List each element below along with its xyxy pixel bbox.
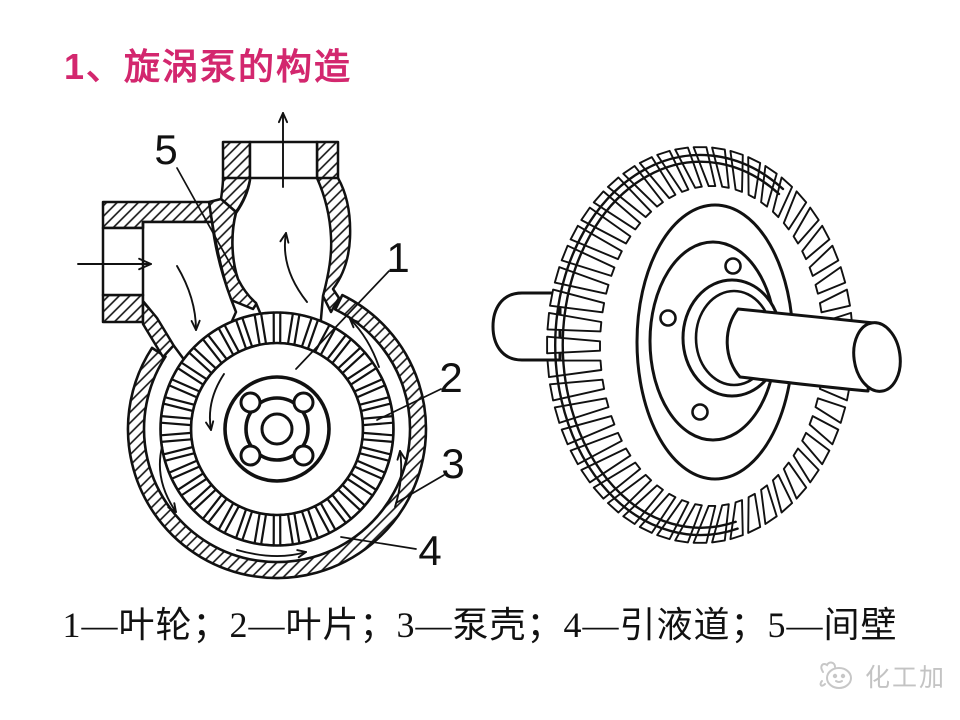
- hub-rotation-arrow: [208, 373, 225, 431]
- bolt-hole-3d: [659, 309, 677, 327]
- pump-section-figure: 5 1 2 3 4: [77, 112, 465, 580]
- leader-3: [395, 474, 445, 504]
- shaft-body: [725, 307, 876, 393]
- shaft-stub-left: [491, 291, 562, 362]
- blade: [692, 504, 717, 544]
- hub-bolt-hole: [292, 391, 315, 414]
- arrowhead: [190, 319, 201, 331]
- arrowhead: [205, 420, 215, 431]
- impeller-3d-figure: [491, 146, 902, 544]
- blade: [760, 484, 778, 525]
- blade: [771, 176, 794, 219]
- arrowhead: [396, 450, 406, 461]
- blade: [546, 359, 603, 379]
- part-label-5: 5: [154, 126, 177, 173]
- blade: [729, 499, 744, 541]
- blade: [729, 149, 744, 193]
- blade-ring-outer-edge: [159, 311, 395, 547]
- blade: [159, 421, 193, 437]
- arrowhead: [167, 502, 177, 513]
- hub-bolt-hole: [239, 391, 262, 414]
- blade: [818, 288, 851, 314]
- blade: [560, 244, 616, 277]
- blade: [549, 378, 606, 402]
- blade: [801, 224, 831, 261]
- watermark-text: 化工加: [864, 664, 946, 692]
- watermark: 化工加: [815, 658, 946, 694]
- blade: [808, 415, 840, 446]
- blade: [771, 473, 794, 514]
- shroud-rim: [554, 153, 785, 537]
- blade: [792, 206, 820, 245]
- flow-arrows: [77, 112, 406, 559]
- blade: [546, 335, 601, 355]
- hub-bolt-hole: [292, 444, 315, 467]
- blade: [808, 244, 840, 277]
- arrowhead: [277, 112, 289, 124]
- leader-1: [295, 270, 390, 370]
- blade: [560, 415, 616, 446]
- figure-caption: 1—叶轮；2—叶片；3—泵壳；4—引液道；5—间壁: [62, 605, 898, 645]
- arrowhead: [138, 257, 152, 271]
- part-labels: 5 1 2 3 4: [154, 126, 464, 574]
- hub-bolt-hole: [239, 444, 262, 467]
- arrowheads: [138, 112, 406, 559]
- watermark-logo-icon: [819, 661, 852, 689]
- blade: [792, 447, 820, 484]
- blade: [782, 461, 808, 500]
- arrowhead: [296, 549, 307, 559]
- inlet-bottom-wall: [101, 293, 145, 324]
- blade: [801, 431, 831, 466]
- hub-shaft-hole: [260, 412, 294, 446]
- blade: [747, 492, 762, 534]
- arrowhead: [279, 232, 290, 244]
- channel-flow-left: [158, 446, 177, 513]
- arrowhead: [349, 318, 360, 329]
- pump-casing: [126, 293, 428, 580]
- page-title: 1、旋涡泵的构造: [64, 46, 353, 87]
- bolt-hole-3d: [724, 257, 742, 275]
- part-leaders: [176, 167, 445, 550]
- blade: [692, 146, 717, 188]
- leader-4: [340, 536, 417, 550]
- leader-5: [176, 167, 238, 277]
- bolt-hole-3d: [691, 403, 709, 421]
- part-label-2: 2: [439, 354, 462, 401]
- blade: [814, 397, 847, 424]
- outlet-throat-flow-arrow: [284, 232, 308, 303]
- blade: [553, 397, 610, 424]
- blade-ring-inner-edge: [189, 341, 365, 517]
- inlet-down-flow-arrow: [176, 265, 197, 331]
- part-label-1: 1: [386, 234, 409, 281]
- part-label-3: 3: [441, 440, 464, 487]
- shaft-end-cap: [852, 321, 902, 393]
- part-label-4: 4: [418, 527, 441, 574]
- channel-flow-bottom: [236, 549, 307, 557]
- blade: [553, 266, 610, 295]
- blade: [549, 288, 606, 314]
- channel-flow-upper-right: [349, 318, 380, 368]
- blade: [546, 311, 603, 333]
- leader-2: [376, 388, 442, 421]
- blade: [782, 190, 808, 231]
- blade: [361, 421, 395, 437]
- blade: [814, 266, 847, 295]
